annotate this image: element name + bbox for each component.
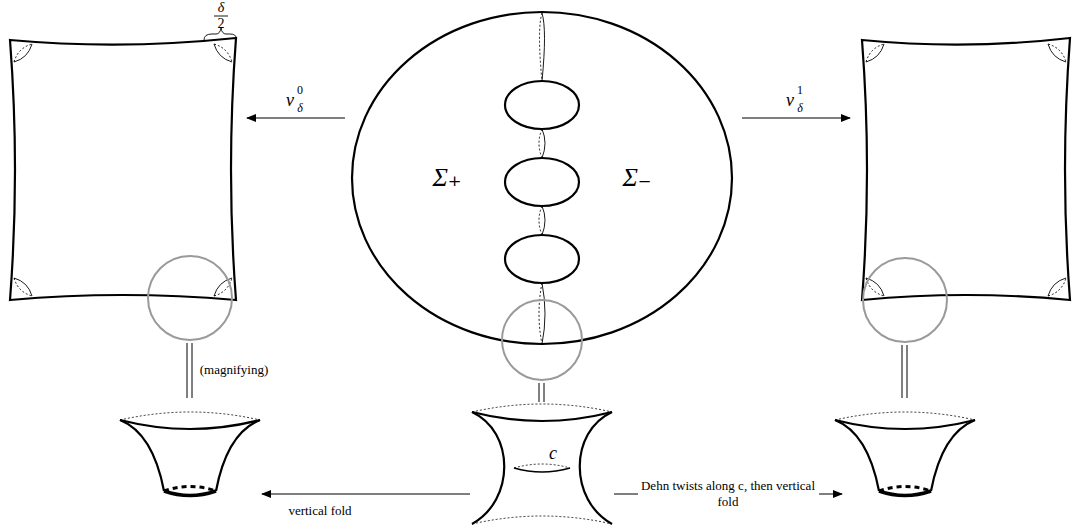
- map-name: v: [286, 91, 294, 109]
- surface-region: Σ₊ Σ₋: [352, 12, 732, 344]
- map-subscript: δ: [797, 102, 803, 114]
- map-superscript: 1: [797, 84, 803, 96]
- map-name: v: [786, 91, 794, 109]
- brace-numerator: δ: [218, 1, 225, 15]
- arrow-label: vertical fold: [288, 504, 351, 517]
- curve-name: c: [549, 444, 557, 462]
- map-superscript: 0: [297, 84, 303, 96]
- surface-name: Σ₊: [432, 165, 461, 191]
- map-subscript: δ: [297, 102, 303, 114]
- note: (magnifying): [200, 363, 269, 376]
- arrow-label: Dehn twists along c, then vertical fold: [638, 477, 819, 512]
- surface-name: Σ₋: [622, 165, 651, 191]
- brace-denominator: 2: [218, 17, 225, 31]
